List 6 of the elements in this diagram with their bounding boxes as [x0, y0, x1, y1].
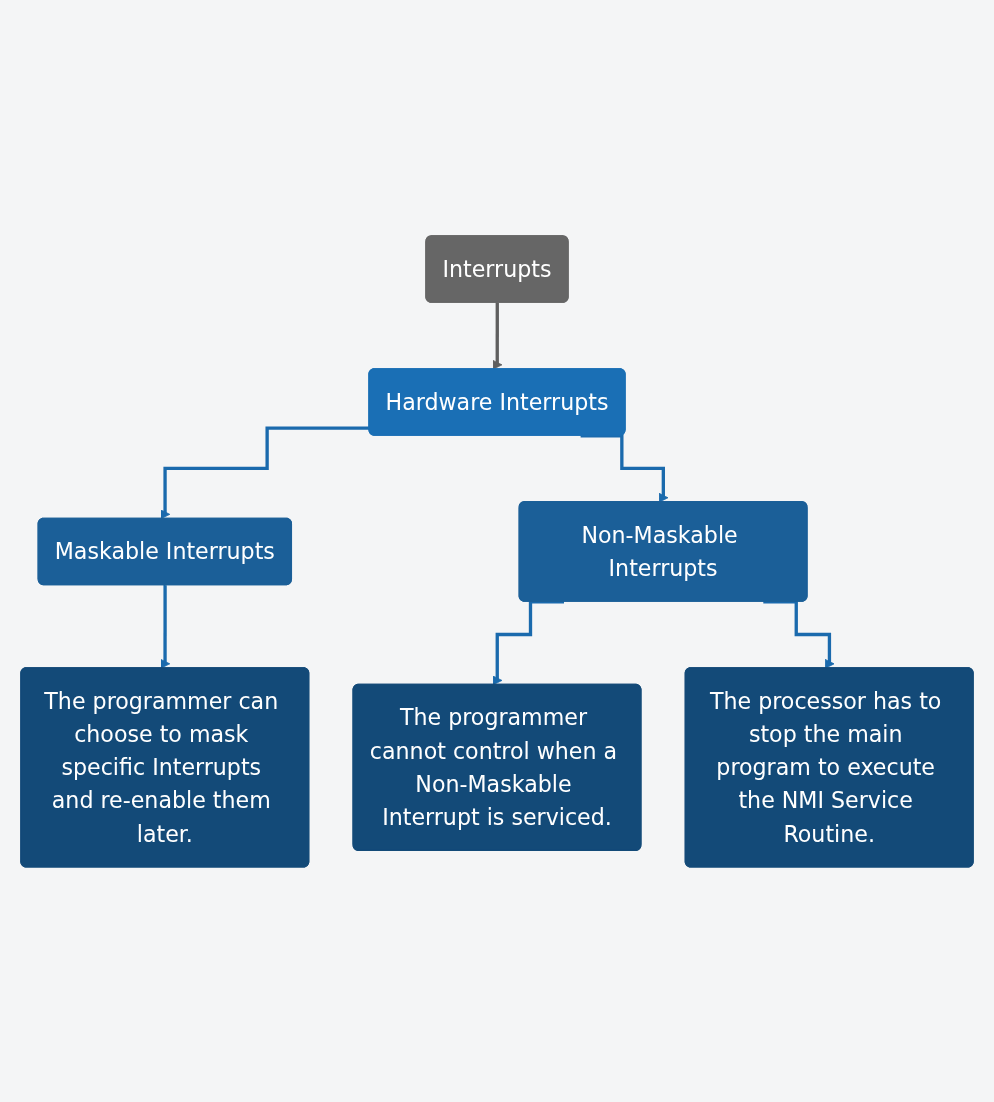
arrow — [763, 599, 835, 669]
arrow — [492, 300, 503, 370]
arrow — [580, 433, 669, 503]
arrow — [160, 426, 370, 519]
arrow — [160, 583, 171, 669]
arrow — [492, 599, 564, 685]
